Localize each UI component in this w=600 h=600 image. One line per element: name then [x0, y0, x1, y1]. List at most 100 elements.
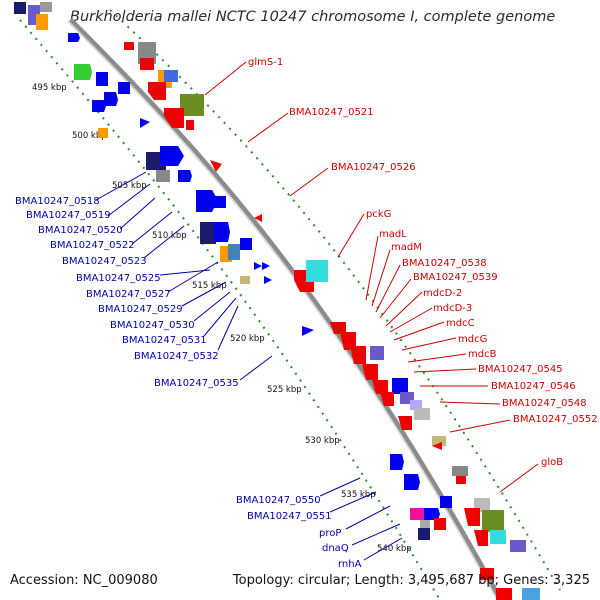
gene-arrow[interactable] — [214, 196, 226, 208]
gene-label[interactable]: BMA10247_0546 — [491, 381, 576, 392]
gene-label[interactable]: pckG — [366, 209, 391, 220]
gene-label[interactable]: BMA10247_0527 — [86, 289, 171, 300]
gene-arrow[interactable] — [98, 128, 108, 138]
gene-arrow[interactable] — [124, 42, 134, 50]
gene-arrow[interactable] — [228, 244, 240, 260]
gene-arrow[interactable] — [464, 508, 480, 526]
gene-arrow[interactable] — [302, 326, 314, 336]
gene-label[interactable]: BMA10247_0550 — [236, 495, 321, 506]
gene-label[interactable]: madL — [379, 229, 407, 240]
gene-arrow[interactable] — [330, 322, 346, 334]
gene-arrow[interactable] — [432, 442, 442, 450]
gene-arrow[interactable] — [410, 508, 424, 520]
gene-arrow[interactable] — [372, 380, 388, 394]
gene-label[interactable]: BMA10247_0519 — [26, 210, 111, 221]
gene-label[interactable]: mdcB — [468, 349, 497, 360]
gene-arrow[interactable] — [264, 276, 272, 284]
gene-arrow[interactable] — [68, 33, 80, 42]
gene-arrow[interactable] — [404, 474, 420, 490]
gene-label[interactable]: mdcC — [446, 318, 475, 329]
gene-label[interactable]: BMA10247_0530 — [110, 320, 195, 331]
gene-arrow[interactable] — [418, 528, 430, 540]
gene-arrow[interactable] — [380, 392, 394, 406]
gene-label[interactable]: glmS-1 — [248, 57, 283, 68]
gene-arrow[interactable] — [186, 120, 194, 130]
gene-arrow[interactable] — [424, 508, 440, 520]
gene-label[interactable]: BMA10247_0548 — [502, 398, 587, 409]
gene-arrow[interactable] — [92, 100, 106, 112]
gene-label[interactable]: dnaQ — [322, 543, 349, 554]
gene-arrow[interactable] — [160, 146, 184, 166]
gene-arrow[interactable] — [74, 64, 92, 80]
gene-label[interactable]: madM — [391, 242, 422, 253]
gene-arrow[interactable] — [140, 118, 150, 128]
gene-label[interactable]: mdcD-2 — [423, 288, 462, 299]
gene-arrow[interactable] — [432, 436, 446, 446]
gene-label[interactable]: proP — [319, 528, 341, 539]
gene-arrow[interactable] — [164, 70, 178, 82]
gene-arrow[interactable] — [148, 82, 166, 100]
gene-label[interactable]: BMA10247_0521 — [289, 107, 374, 118]
gene-arrow[interactable] — [522, 588, 540, 600]
gene-arrow[interactable] — [254, 262, 262, 270]
gene-arrow[interactable] — [362, 364, 378, 380]
gene-arrow[interactable] — [306, 260, 328, 282]
gene-arrow[interactable] — [178, 170, 192, 182]
gene-arrow[interactable] — [140, 58, 154, 70]
gene-arrow[interactable] — [370, 346, 384, 360]
gene-arrow[interactable] — [480, 568, 494, 580]
gene-label[interactable]: mdcG — [458, 334, 487, 345]
gene-label[interactable]: BMA10247_0535 — [154, 378, 239, 389]
gene-arrow[interactable] — [196, 190, 218, 212]
gene-arrow[interactable] — [474, 530, 488, 546]
gene-arrow[interactable] — [490, 530, 506, 544]
gene-arrow[interactable] — [410, 400, 422, 410]
gene-arrow[interactable] — [104, 92, 118, 106]
gene-arrow[interactable] — [340, 332, 356, 350]
gene-arrow[interactable] — [482, 510, 504, 532]
gene-arrow[interactable] — [156, 170, 170, 182]
gene-arrow[interactable] — [262, 262, 270, 270]
gene-arrow[interactable] — [180, 94, 204, 116]
gene-arrow[interactable] — [164, 108, 184, 128]
gene-arrow[interactable] — [240, 276, 250, 284]
gene-arrow[interactable] — [390, 454, 404, 470]
gene-arrow[interactable] — [118, 82, 130, 94]
gene-arrow[interactable] — [414, 408, 430, 420]
gene-arrow[interactable] — [96, 72, 108, 86]
gene-arrow[interactable] — [40, 2, 52, 12]
gene-arrow[interactable] — [200, 222, 216, 244]
gene-label[interactable]: BMA10247_0525 — [76, 273, 161, 284]
gene-label[interactable]: BMA10247_0552 — [513, 414, 598, 425]
gene-arrow[interactable] — [456, 476, 466, 484]
gene-label[interactable]: rnhA — [338, 559, 362, 570]
gene-arrow[interactable] — [254, 214, 262, 222]
gene-arrow[interactable] — [510, 540, 526, 552]
gene-label[interactable]: BMA10247_0539 — [413, 272, 498, 283]
gene-arrow[interactable] — [452, 466, 468, 476]
gene-arrow[interactable] — [210, 160, 222, 172]
gene-label[interactable]: BMA10247_0523 — [62, 256, 147, 267]
gene-label[interactable]: gloB — [541, 457, 563, 468]
gene-arrow[interactable] — [350, 346, 366, 364]
gene-label[interactable]: BMA10247_0526 — [331, 162, 416, 173]
gene-label[interactable]: BMA10247_0522 — [50, 240, 135, 251]
gene-label[interactable]: mdcD-3 — [433, 303, 472, 314]
gene-arrow[interactable] — [392, 378, 408, 394]
gene-label[interactable]: BMA10247_0551 — [247, 511, 332, 522]
gene-label[interactable]: BMA10247_0545 — [478, 364, 563, 375]
gene-label[interactable]: BMA10247_0531 — [122, 335, 207, 346]
gene-label[interactable]: BMA10247_0520 — [38, 225, 123, 236]
gene-label[interactable]: BMA10247_0518 — [15, 196, 100, 207]
gene-arrow[interactable] — [496, 588, 512, 600]
gene-arrow[interactable] — [434, 518, 446, 530]
gene-label[interactable]: BMA10247_0529 — [98, 304, 183, 315]
gene-arrow[interactable] — [240, 238, 252, 250]
gene-arrow[interactable] — [214, 222, 230, 242]
gene-label[interactable]: BMA10247_0538 — [402, 258, 487, 269]
gene-arrow[interactable] — [36, 14, 48, 30]
gene-arrow[interactable] — [14, 2, 26, 14]
gene-arrow[interactable] — [440, 496, 452, 508]
gene-arrow[interactable] — [398, 416, 412, 430]
gene-label[interactable]: BMA10247_0532 — [134, 351, 219, 362]
